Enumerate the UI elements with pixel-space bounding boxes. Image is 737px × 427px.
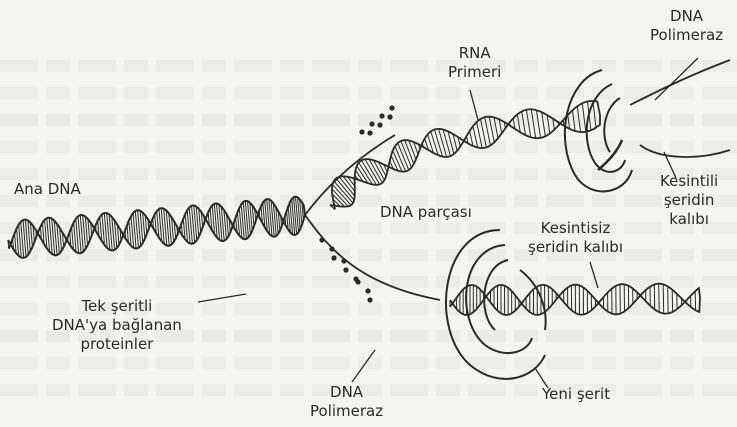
binding-protein-dot bbox=[389, 105, 394, 110]
base-pair-rung bbox=[439, 129, 447, 157]
base-pair-rung bbox=[443, 130, 450, 157]
base-pair-rung bbox=[334, 181, 353, 203]
base-pair-rung bbox=[526, 110, 530, 137]
base-pair-rung bbox=[143, 213, 145, 239]
base-pair-rung bbox=[28, 221, 30, 252]
base-pair-rung bbox=[339, 177, 355, 196]
base-pair-rung bbox=[259, 211, 260, 218]
binding-protein-dot bbox=[387, 114, 392, 119]
base-pair-rung bbox=[663, 284, 664, 313]
lagging-strand-helix bbox=[330, 101, 600, 210]
base-pair-rung bbox=[593, 101, 596, 128]
base-pair-rung bbox=[577, 106, 580, 132]
base-pair-rung bbox=[473, 126, 478, 147]
binding-protein-dot bbox=[365, 288, 370, 293]
base-pair-rung bbox=[568, 115, 570, 129]
base-pair-rung bbox=[19, 225, 22, 258]
base-pair-rung bbox=[30, 223, 32, 247]
binding-protein-dot bbox=[379, 113, 384, 118]
label-leading-template: Kesintisizşeridin kalıbı bbox=[528, 219, 623, 257]
label-parent-dna: Ana DNA bbox=[14, 180, 81, 199]
single-strand-dna bbox=[640, 145, 730, 157]
base-pair-rung bbox=[85, 217, 87, 246]
label-dna-polymerase-bottom: DNAPolimeraz bbox=[310, 383, 383, 421]
base-pair-rung bbox=[177, 226, 178, 234]
binding-protein-dot bbox=[355, 279, 360, 284]
base-pair-rung bbox=[542, 112, 546, 136]
base-pair-rung bbox=[536, 110, 540, 138]
strand-b bbox=[332, 101, 600, 210]
binding-protein-dot bbox=[329, 246, 334, 251]
base-pair-rung bbox=[125, 231, 126, 239]
base-pair-rung bbox=[405, 140, 414, 164]
base-pair-rung bbox=[522, 112, 526, 136]
binding-protein-dot bbox=[369, 121, 374, 126]
binding-protein-dot bbox=[367, 297, 372, 302]
binding-protein-dot bbox=[367, 130, 372, 135]
base-pair-rung bbox=[531, 109, 535, 138]
base-pair-rung bbox=[573, 110, 576, 131]
binding-protein-dot bbox=[331, 255, 336, 260]
label-new-strand: Yeni şerit bbox=[542, 385, 610, 404]
base-pair-rung bbox=[185, 214, 187, 242]
base-pair-rung bbox=[129, 221, 131, 246]
label-dna-polymerase-top: DNAPolimeraz bbox=[650, 7, 723, 45]
binding-protein-dot bbox=[341, 258, 346, 263]
binding-protein-dot bbox=[377, 122, 382, 127]
base-pair-rung bbox=[204, 216, 205, 222]
base-pair-rung bbox=[582, 103, 586, 132]
binding-protein-dot bbox=[359, 129, 364, 134]
binding-protein-dot bbox=[343, 267, 348, 272]
label-ssb-proteins: Tek şeritliDNA'ya bağlananproteinler bbox=[52, 297, 182, 354]
single-strand-dna bbox=[630, 60, 730, 105]
leading-strand-helix bbox=[450, 284, 700, 315]
base-pair-rung bbox=[8, 240, 9, 249]
base-pair-rung bbox=[365, 159, 380, 184]
single-strand-dna bbox=[305, 215, 440, 300]
base-pair-rung bbox=[494, 117, 498, 138]
parent-dna-helix bbox=[8, 197, 305, 258]
binding-protein-dot bbox=[319, 237, 324, 242]
base-pair-rung bbox=[489, 117, 494, 143]
base-pair-rung bbox=[517, 114, 520, 132]
base-pair-rung bbox=[659, 284, 660, 312]
base-pair-rung bbox=[74, 223, 76, 252]
base-pair-rung bbox=[36, 230, 37, 237]
base-pair-rung bbox=[96, 225, 97, 232]
label-okazaki-fragment: DNA parçası bbox=[380, 203, 472, 222]
label-lagging-template: Kesintilişeridinkalıbı bbox=[660, 172, 718, 229]
base-pair-rung bbox=[17, 229, 19, 256]
base-pair-rung bbox=[435, 130, 443, 157]
base-pair-rung bbox=[547, 115, 550, 133]
base-pair-rung bbox=[234, 223, 235, 229]
